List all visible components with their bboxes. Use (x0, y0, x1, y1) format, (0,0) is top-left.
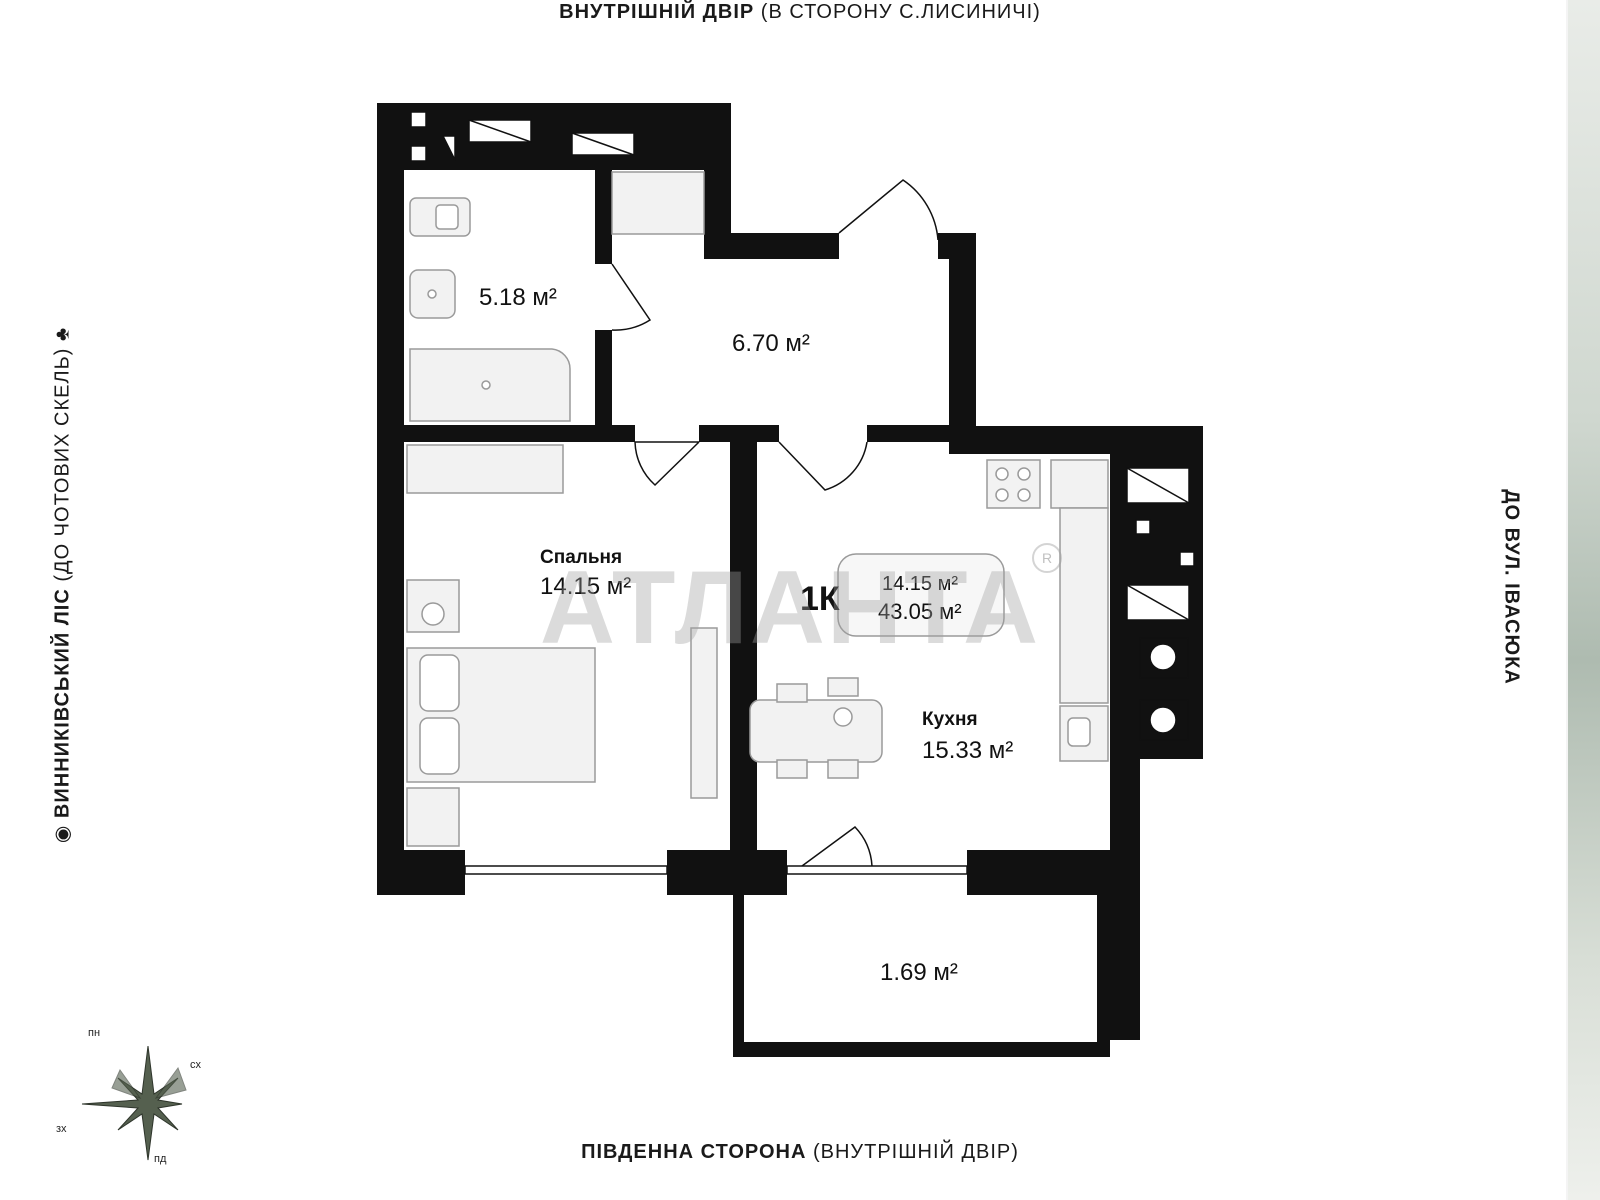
chair-d-icon (827, 759, 859, 779)
watermark-text: АТЛАНТА (539, 550, 1041, 666)
windows (410, 111, 1195, 875)
wall-left (377, 103, 404, 895)
compass-north: пн (88, 1027, 100, 1039)
wall-hall-top (704, 233, 839, 259)
compass-west: зх (56, 1123, 67, 1135)
wall-bath-right (595, 170, 612, 264)
counter-icon (1059, 507, 1109, 704)
wall-kitchen-top-right (867, 425, 962, 442)
chair-a-icon (776, 683, 808, 703)
hallway-area: 6.70 м² (732, 330, 810, 357)
duct-right-b (1149, 706, 1177, 734)
vent-small-b (410, 145, 427, 162)
duct-right-b-frame (1139, 699, 1189, 741)
sink-drain-icon (427, 289, 437, 299)
kitchen-sink-basin-icon (1067, 717, 1091, 747)
orientation-label-bottom-bold: ПІВДЕННА СТОРОНА (581, 1141, 807, 1163)
vent-small-a (410, 111, 427, 128)
bedroom-name: Спальня (540, 547, 622, 568)
walls (377, 103, 1203, 1057)
window-bedroom (464, 865, 668, 875)
washer-drum-icon (421, 602, 445, 626)
toilet-seat-icon (435, 204, 459, 230)
balcony-area: 1.69 м² (880, 959, 958, 986)
door-kitchen (778, 441, 868, 491)
vent-right-small-b (1179, 551, 1195, 567)
vent-right-small-a (1135, 519, 1151, 535)
compass-south: пд (154, 1153, 167, 1165)
duct-right-a-frame (1139, 637, 1189, 679)
badge-frame (837, 553, 1005, 637)
furniture (406, 171, 1109, 847)
compass-rose: пн сх зх пд (56, 1027, 202, 1165)
wall-top-right-a (704, 115, 731, 255)
orientation-label-top-note: (В СТОРОНУ С.ЛИСИНИЧІ) (760, 1, 1041, 23)
room-labels: 5.18 м² 6.70 м² Спальня 14.15 м² Кухня 1… (479, 284, 1013, 986)
door-bathroom (611, 263, 652, 331)
edge-divider (1566, 0, 1568, 1200)
door-balcony (801, 826, 873, 867)
wall-top-bath (377, 103, 731, 170)
nightstand-icon (406, 787, 460, 847)
window-kitchen (786, 865, 968, 875)
duct-right-a (1149, 643, 1177, 671)
kitchen-name: Кухня (922, 709, 978, 730)
orientation-label-bottom-note: (ВНУТРІШНІЙ ДВІР) (812, 1141, 1019, 1163)
vent-top-b (571, 132, 635, 156)
door-bedroom (634, 441, 700, 487)
balcony-left (733, 895, 744, 1057)
apartment-type: 1К (800, 580, 840, 618)
doors (611, 179, 939, 867)
bathroom-area: 5.18 м² (479, 284, 557, 311)
dining-table-icon (749, 699, 883, 763)
compass-star-icon (81, 1045, 183, 1161)
kitchen-area: 15.33 м² (922, 737, 1013, 764)
orientation-label-top: ВНУТРІШНІЙ ДВІР (В СТОРОНУ С.ЛИСИНИЧІ) (0, 1, 1600, 24)
wall-kitchen-right-inner (1110, 754, 1140, 865)
wardrobe-hall-icon (611, 171, 705, 235)
chair-b-icon (827, 677, 859, 697)
watermark-registered-icon: R (1032, 543, 1062, 573)
wall-hall-right (949, 233, 976, 445)
orientation-label-bottom: ПІВДЕННА СТОРОНА (ВНУТРІШНІЙ ДВІР) (0, 1141, 1600, 1164)
bedroom-area: 14.15 м² (540, 573, 631, 600)
wall-middle (730, 425, 757, 865)
tv-stand-icon (690, 627, 718, 799)
wall-bottom-left (377, 850, 465, 895)
total-area: 43.05 м² (878, 599, 962, 624)
vent-right-a (1126, 467, 1190, 504)
stove-icon (986, 459, 1041, 509)
pillow-b-icon (419, 717, 460, 775)
wall-bottom-mid (667, 850, 787, 895)
wall-bath-bottom (377, 425, 635, 442)
wall-bath-right-low (595, 330, 612, 442)
pillow-a-icon (419, 654, 460, 712)
balcony-bottom (733, 1042, 1110, 1057)
vent-diag (441, 135, 456, 161)
vent-right-b (1126, 584, 1190, 621)
compass-east: сх (190, 1059, 202, 1071)
edge-photo-strip (1568, 0, 1600, 1200)
balcony-right (1097, 890, 1110, 1057)
fridge-icon (1050, 459, 1109, 509)
orientation-label-top-bold: ВНУТРІШНІЙ ДВІР (559, 1, 755, 23)
wardrobe-bedroom-icon (406, 444, 564, 494)
bathtub-drain-icon (481, 380, 491, 390)
vent-top-a (468, 119, 532, 143)
living-area: 14.15 м² (882, 573, 958, 595)
chair-c-icon (776, 759, 808, 779)
door-hall-entry (838, 179, 939, 241)
